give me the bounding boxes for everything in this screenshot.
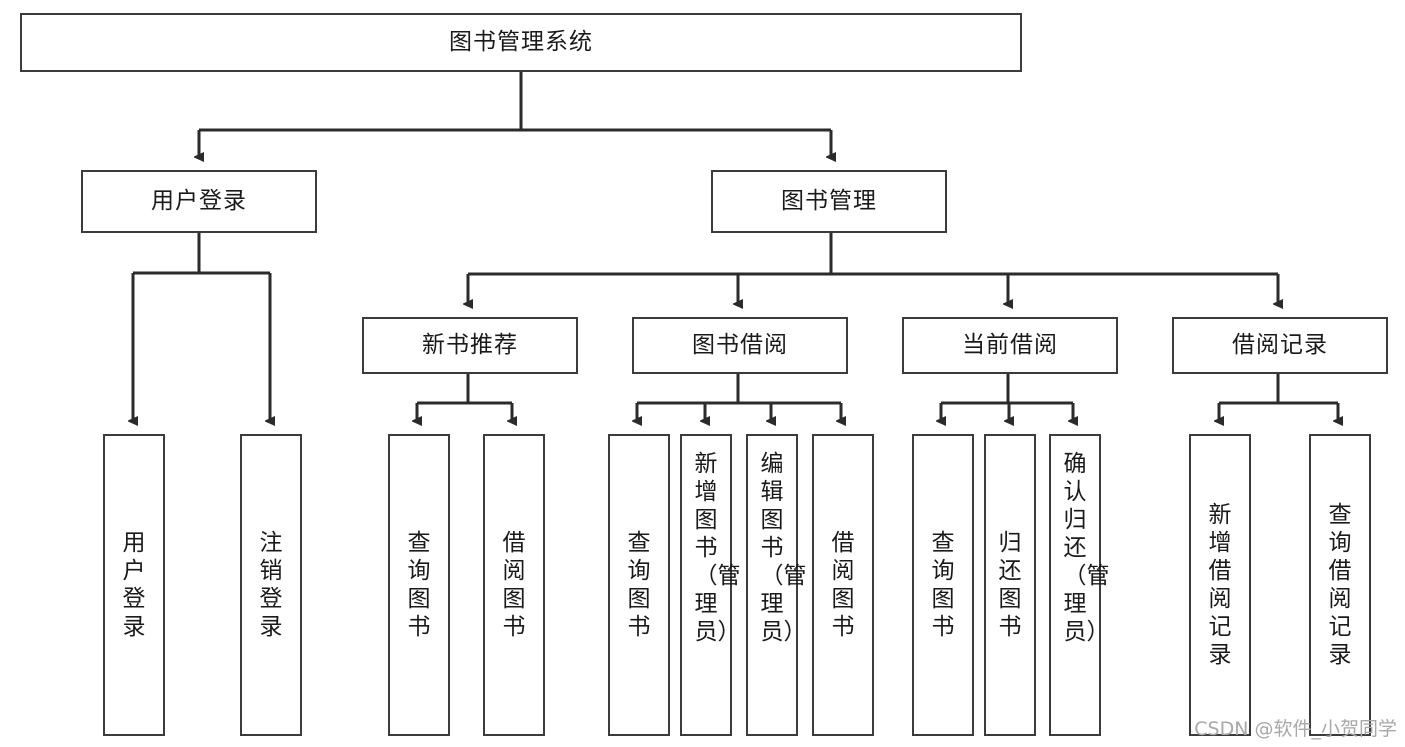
node-current-borrow[interactable]: 当前借阅: [902, 317, 1118, 374]
node-leaf-borrow-book-2[interactable]: 借阅图书: [812, 434, 874, 736]
node-book-borrow[interactable]: 图书借阅: [632, 317, 848, 374]
node-leaf-borrow-book-1-label: 借阅图书: [502, 529, 526, 641]
node-new-book-rec-label: 新书推荐: [422, 331, 518, 358]
node-leaf-edit-book[interactable]: 编辑图书（管理员）: [746, 434, 807, 736]
node-leaf-edit-book-label: 编辑图书（管理员）: [760, 451, 807, 646]
node-leaf-confirm-return-label: 确认归还（管理员）: [1063, 451, 1110, 646]
node-leaf-return-book[interactable]: 归还图书: [984, 434, 1036, 736]
node-leaf-user-login-label: 用户登录: [122, 529, 146, 641]
node-leaf-add-book-label: 新增图书（管理员）: [694, 451, 741, 646]
node-leaf-borrow-book-2-label: 借阅图书: [831, 529, 855, 641]
node-leaf-user-logout[interactable]: 注销登录: [240, 434, 302, 736]
node-leaf-query-book-3-label: 查询图书: [931, 529, 955, 641]
node-user-login-label: 用户登录: [151, 187, 247, 214]
node-leaf-query-record-label: 查询借阅记录: [1328, 501, 1352, 669]
node-leaf-add-record-label: 新增借阅记录: [1208, 501, 1232, 669]
node-leaf-query-book-3[interactable]: 查询图书: [912, 434, 974, 736]
node-current-borrow-label: 当前借阅: [962, 331, 1058, 358]
node-borrow-record-label: 借阅记录: [1232, 331, 1328, 358]
node-leaf-query-book-2-label: 查询图书: [627, 529, 651, 641]
node-leaf-user-login[interactable]: 用户登录: [103, 434, 165, 736]
node-book-manage[interactable]: 图书管理: [711, 170, 947, 233]
node-root[interactable]: 图书管理系统: [20, 13, 1022, 72]
node-book-manage-label: 图书管理: [781, 187, 877, 214]
node-new-book-rec[interactable]: 新书推荐: [362, 317, 578, 374]
node-borrow-record[interactable]: 借阅记录: [1172, 317, 1388, 374]
node-leaf-query-book-1[interactable]: 查询图书: [388, 434, 450, 736]
node-leaf-query-book-2[interactable]: 查询图书: [608, 434, 670, 736]
node-leaf-return-book-label: 归还图书: [998, 529, 1022, 641]
node-leaf-query-book-1-label: 查询图书: [407, 529, 431, 641]
node-leaf-user-logout-label: 注销登录: [259, 529, 283, 641]
node-book-borrow-label: 图书借阅: [692, 331, 788, 358]
node-leaf-query-record[interactable]: 查询借阅记录: [1309, 434, 1371, 736]
node-root-label: 图书管理系统: [449, 28, 593, 55]
node-leaf-borrow-book-1[interactable]: 借阅图书: [483, 434, 545, 736]
node-leaf-add-record[interactable]: 新增借阅记录: [1189, 434, 1251, 736]
node-user-login[interactable]: 用户登录: [81, 170, 317, 233]
watermark-text: CSDN @软件_小贺同学: [1194, 718, 1397, 740]
node-leaf-confirm-return[interactable]: 确认归还（管理员）: [1049, 434, 1110, 736]
node-leaf-add-book[interactable]: 新增图书（管理员）: [680, 434, 741, 736]
